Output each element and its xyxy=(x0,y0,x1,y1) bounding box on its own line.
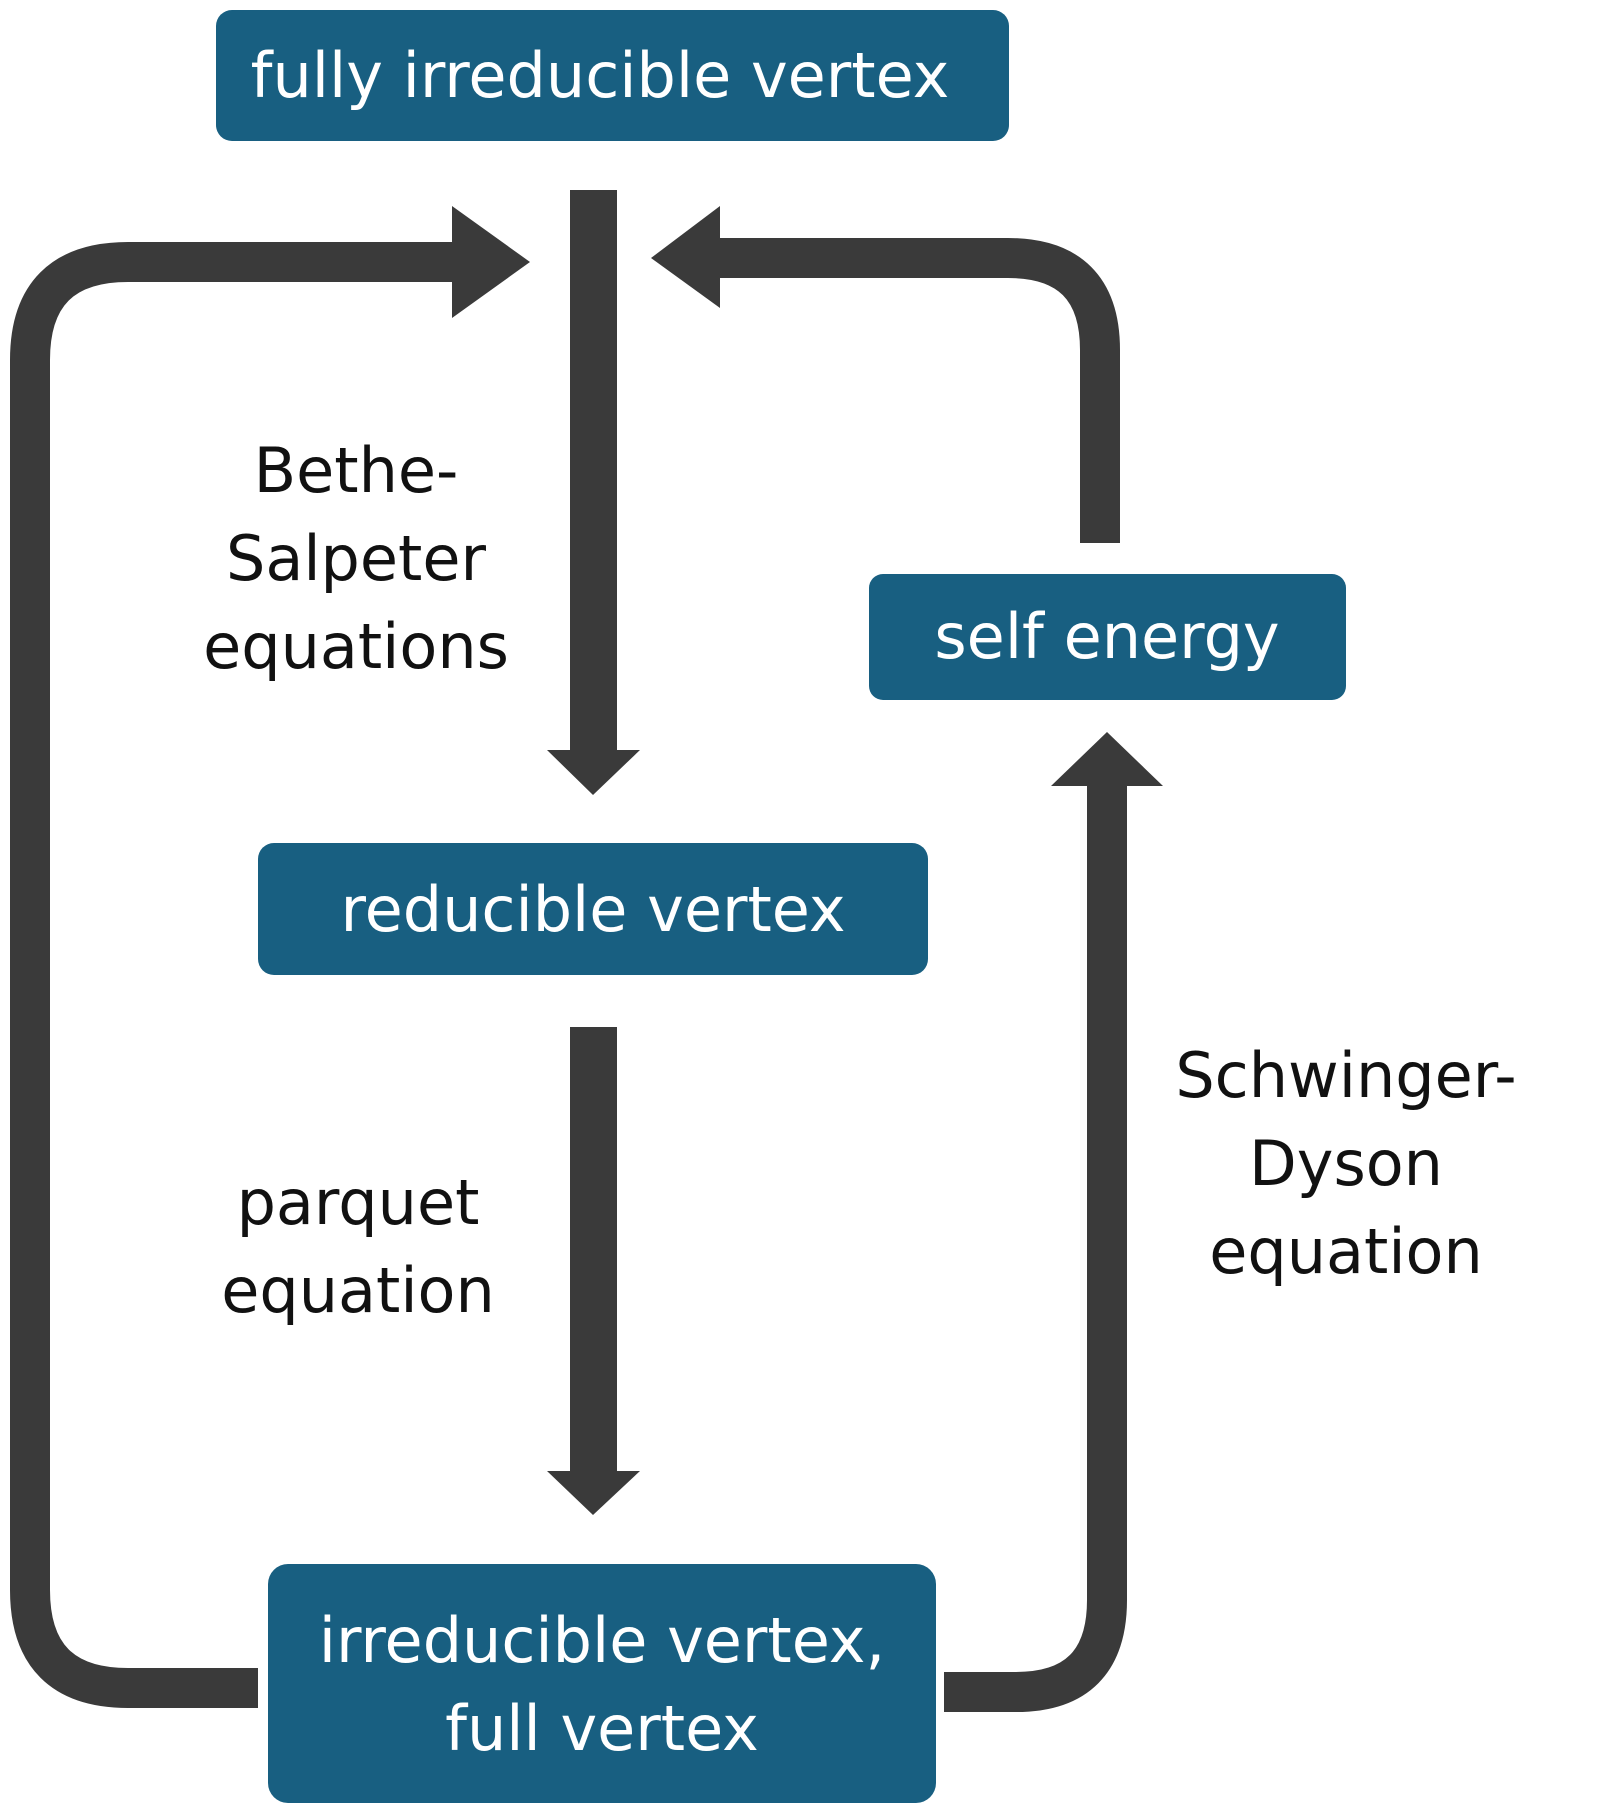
node-irreducible-full-vertex-label-line2: full vertex xyxy=(445,1692,759,1765)
label-bethe-salpeter-line1: Bethe- xyxy=(254,434,459,507)
node-fully-irreducible-vertex: fully irreducible vertex xyxy=(216,10,1009,141)
right-feedback-arrow xyxy=(651,206,1120,543)
label-bethe-salpeter-line3: equations xyxy=(203,610,509,683)
node-reducible-vertex-label: reducible vertex xyxy=(340,873,845,946)
label-bethe-salpeter-line2: Salpeter xyxy=(226,522,487,595)
parquet-arrow xyxy=(547,1027,640,1515)
label-schwinger-dyson-line3: equation xyxy=(1209,1215,1483,1288)
label-schwinger-dyson-equation: Schwinger- Dyson equation xyxy=(1175,1039,1516,1288)
label-schwinger-dyson-line2: Dyson xyxy=(1249,1127,1443,1200)
label-parquet-line1: parquet xyxy=(237,1166,480,1239)
node-irreducible-full-vertex-label-line1: irreducible vertex, xyxy=(319,1604,885,1677)
bethe-salpeter-arrow xyxy=(547,190,640,795)
left-feedback-arrow xyxy=(10,206,530,1708)
node-fully-irreducible-vertex-label: fully irreducible vertex xyxy=(251,39,950,112)
label-parquet-line2: equation xyxy=(221,1254,495,1327)
node-self-energy: self energy xyxy=(869,574,1346,700)
node-self-energy-label: self energy xyxy=(934,600,1279,673)
label-parquet-equation: parquet equation xyxy=(221,1166,495,1327)
node-irreducible-full-vertex: irreducible vertex, full vertex xyxy=(268,1564,936,1803)
label-bethe-salpeter-equations: Bethe- Salpeter equations xyxy=(203,434,509,683)
schwinger-dyson-arrow xyxy=(944,732,1163,1712)
label-schwinger-dyson-line1: Schwinger- xyxy=(1175,1039,1516,1112)
node-reducible-vertex: reducible vertex xyxy=(258,843,928,975)
